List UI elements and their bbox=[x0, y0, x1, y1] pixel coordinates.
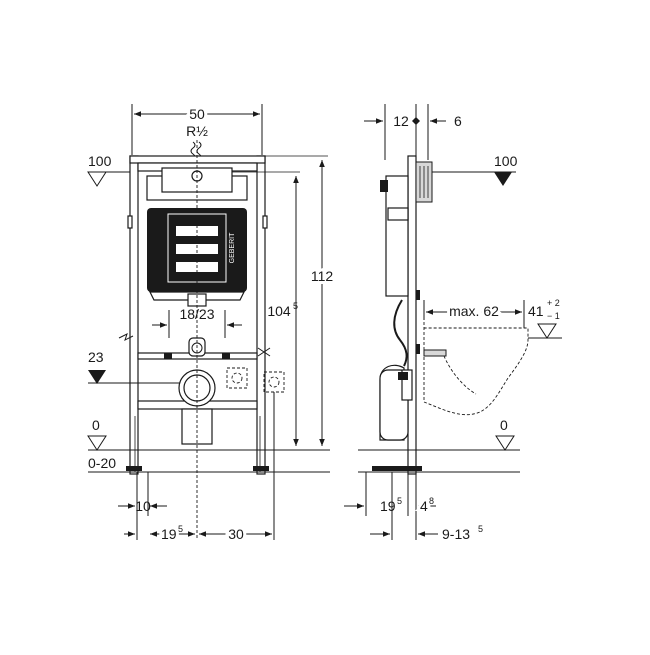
brand-label: GEBERIT bbox=[229, 232, 236, 263]
level-23-marker: 23 bbox=[88, 333, 271, 384]
tol-minus-label: − 1 bbox=[547, 311, 560, 321]
top-6-label: 6 bbox=[454, 113, 462, 129]
height-total-label: 112 bbox=[311, 268, 334, 284]
side-view: 12 6 100 bbox=[344, 104, 562, 542]
level-100-marker: 100 bbox=[87, 153, 132, 187]
level-100-marker-side: 100 bbox=[432, 153, 518, 186]
bottom-19-label: 19 bbox=[161, 526, 177, 542]
wc-pan bbox=[423, 312, 529, 416]
side-frame bbox=[372, 155, 433, 475]
level-0-label-side: 0 bbox=[500, 417, 508, 433]
pipe-label: R½ bbox=[186, 123, 208, 139]
dimension-bottom-side: 19 5 4 8 9-13 5 bbox=[344, 472, 483, 542]
dimension-18-23: 18/23 bbox=[152, 306, 242, 338]
height-41-label: 41 bbox=[528, 303, 544, 319]
bottom-19-sup-side: 5 bbox=[397, 496, 402, 506]
level-100-label: 100 bbox=[88, 153, 112, 169]
max-62-label: max. 62 bbox=[449, 303, 499, 319]
front-view: 50 R½ 100 bbox=[87, 103, 336, 545]
bottom-30-label: 30 bbox=[228, 526, 244, 542]
level-0-label-front: 0 bbox=[92, 417, 100, 433]
dimension-max-62: max. 62 41 + 2 − 1 bbox=[423, 298, 562, 339]
bottom-4-sup: 8 bbox=[429, 496, 434, 506]
dimension-top-side: 12 6 bbox=[364, 104, 462, 160]
dimension-width-50: 50 R½ bbox=[131, 103, 263, 155]
dimension-bottom-front: 10 19 5 30 bbox=[118, 392, 275, 545]
bottom-19-sup: 5 bbox=[178, 524, 183, 534]
level-0-marker-side: 0 bbox=[358, 417, 520, 473]
bottom-4-label: 4 bbox=[420, 498, 428, 514]
tol-plus-label: + 2 bbox=[547, 298, 560, 308]
width-label: 50 bbox=[189, 106, 205, 122]
floor-range-label: 0-20 bbox=[88, 455, 116, 471]
bottom-range-sup: 5 bbox=[478, 524, 483, 534]
top-12-label: 12 bbox=[393, 113, 409, 129]
pipe-diameter-label: 18/23 bbox=[179, 306, 214, 322]
level-0-marker-front: 0 0-20 bbox=[87, 417, 330, 473]
height-frame-label: 104 bbox=[267, 303, 291, 319]
bottom-range-label: 9-13 bbox=[442, 526, 470, 542]
level-100-label-side: 100 bbox=[494, 153, 518, 169]
dimension-height: 104 5 112 bbox=[232, 155, 336, 446]
electrical-icon bbox=[118, 333, 134, 341]
height-frame-sup: 5 bbox=[293, 301, 298, 311]
level-23-label: 23 bbox=[88, 349, 104, 365]
connector-icon bbox=[257, 347, 271, 357]
bottom-19-label-side: 19 bbox=[380, 498, 396, 514]
bottom-10-label: 10 bbox=[135, 498, 151, 514]
